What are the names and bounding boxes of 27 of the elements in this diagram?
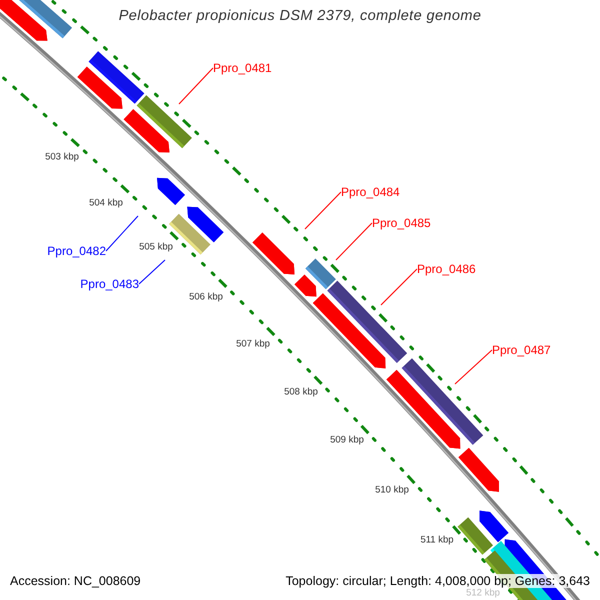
gene-label: Ppro_0483 [80,277,139,291]
tick-label: 507 kbp [236,338,270,350]
title: Pelobacter propionicus DSM 2379, complete genome [118,8,482,24]
accession-text: Accession: NC_008609 [10,574,141,588]
tick-label: 504 kbp [89,198,123,208]
tick-label: 512 kbp [466,588,500,598]
leader-line [336,222,372,260]
genome-info-text: Topology: circular; Length: 4,008,000 bp; Genes: 3,643 [286,574,590,588]
tick-label: 510 kbp [375,484,409,496]
tick-label: 505 kbp [139,242,173,252]
tick-label: 506 kbp [189,292,223,302]
leader-line [178,68,214,104]
gene-label: Ppro_0486 [417,262,476,276]
tick-label: 508 kbp [284,386,318,398]
leader-line [138,260,166,284]
gene-label: Ppro_0481 [213,61,272,75]
gene-label: Ppro_0482 [47,244,106,258]
tick-label: 503 kbp [45,152,79,162]
gene-label: Ppro_0485 [372,216,431,230]
leader-line [106,216,138,252]
tick-label: 509 kbp [330,434,364,446]
gene-label: Ppro_0484 [341,185,400,199]
leader-line [454,350,492,384]
gene-label: Ppro_0487 [492,343,551,357]
tick-label: 511 kbp [420,534,454,546]
leader-line [304,192,342,230]
leader-line [380,268,418,306]
